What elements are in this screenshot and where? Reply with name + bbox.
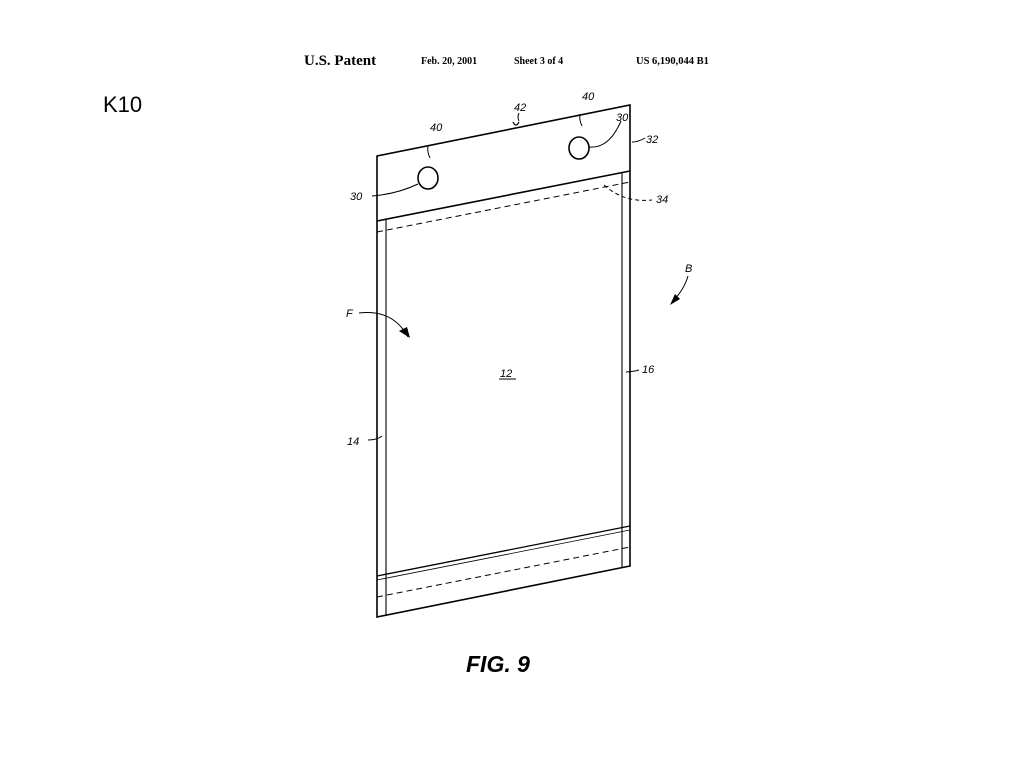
back-arrowhead: [670, 294, 680, 305]
ref-notch: 42: [514, 102, 526, 114]
front-arrow-shaft: [358, 312, 409, 338]
dashed-seal-line-top: [376, 181, 631, 233]
leader-30-right: [588, 120, 622, 148]
header-seal-line: [376, 170, 631, 222]
leader-40-left: [427, 145, 431, 159]
leader-14: [367, 435, 383, 441]
top-notch: [512, 121, 520, 126]
figure-caption: FIG. 9: [466, 651, 530, 677]
leader-34: [603, 184, 653, 201]
ref-seal-line: 34: [656, 194, 668, 206]
front-arrowhead: [399, 327, 410, 338]
bottom-seal-line: [376, 525, 631, 577]
leader-16: [625, 369, 640, 373]
ref-header-panel: 32: [646, 134, 658, 146]
leader-42: [517, 112, 520, 122]
patent-number: US 6,190,044 B1: [636, 56, 709, 67]
patent-date: Feb. 20, 2001: [421, 56, 478, 67]
dashed-seal-line-bottom: [376, 546, 631, 598]
patent-title: U.S. Patent: [304, 53, 377, 69]
leader-32: [631, 137, 646, 143]
ref-hole-tab-right: 40: [582, 91, 595, 103]
ref-hole-left: 30: [350, 191, 363, 203]
ref-right-edge: 16: [642, 364, 655, 376]
ref-left-edge: 14: [347, 436, 359, 448]
patent-sheet: Sheet 3 of 4: [514, 56, 564, 67]
ref-panel: 12: [500, 368, 512, 380]
hang-hole-right: [568, 136, 590, 160]
slide-label: K10: [103, 92, 143, 117]
ref-back-arrow: B: [685, 263, 692, 275]
hang-hole-left: [417, 166, 439, 190]
bottom-seal-line-inner: [376, 529, 631, 581]
bag-outline: [376, 104, 631, 618]
ref-hole-tab-left: 40: [430, 122, 443, 134]
leader-40-right: [579, 113, 583, 127]
leader-30-left: [371, 183, 419, 197]
ref-hole-right: 30: [616, 112, 629, 124]
ref-front-arrow: F: [346, 308, 354, 320]
